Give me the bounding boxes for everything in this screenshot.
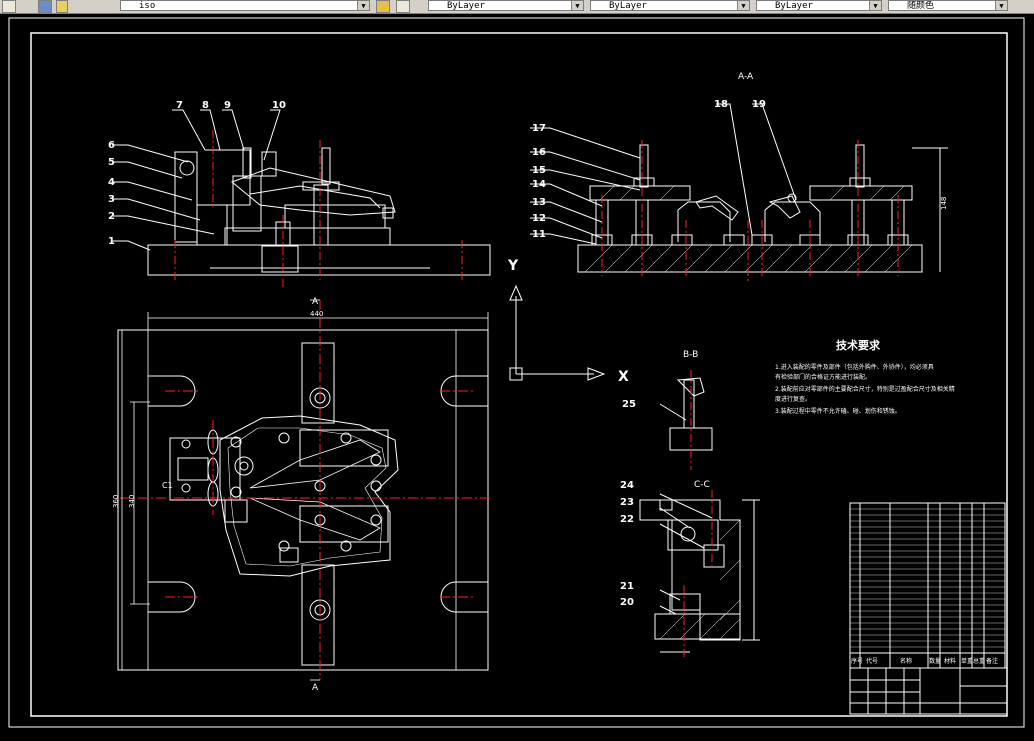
ucs-y-label: Y [507, 258, 519, 274]
part-label-14: 14 [532, 179, 546, 190]
toolbar: iso ▼ ByLayer ▼ ByLayer ▼ ByLayer ▼ 随颜色 … [0, 0, 1034, 14]
section-cc-view [639, 493, 760, 653]
drawing-canvas[interactable]: 6 5 4 3 2 1 7 8 9 10 17 16 15 14 13 12 1… [0, 14, 1034, 737]
chevron-down-icon[interactable]: ▼ [869, 1, 881, 10]
linetype-select[interactable]: ByLayer ▼ [590, 0, 750, 11]
part-label-17: 17 [532, 123, 546, 134]
part-label-16: 16 [532, 147, 546, 158]
ucs-x-label: X [618, 369, 629, 385]
section-cc-centerlines [683, 490, 713, 660]
section-mark-a-top: A [312, 297, 319, 307]
plan-view-centerlines [120, 300, 490, 680]
plotstyle-select-value: 随颜色 [907, 1, 935, 11]
part-label-23: 23 [620, 497, 634, 508]
chevron-down-icon[interactable]: ▼ [357, 1, 369, 10]
color-select[interactable]: ByLayer ▼ [428, 0, 584, 11]
part-label-15: 15 [532, 165, 546, 176]
make-current-icon[interactable] [376, 0, 390, 13]
dim-c-label: C1 [162, 481, 173, 490]
part-label-13: 13 [532, 197, 546, 208]
chevron-down-icon[interactable]: ▼ [995, 1, 1007, 10]
part-label-20: 20 [620, 597, 634, 608]
part-label-2: 2 [108, 211, 115, 222]
part-label-19: 19 [752, 99, 766, 110]
inner-frame [30, 32, 1008, 717]
part-label-18: 18 [714, 99, 728, 110]
layer-state-icon[interactable] [38, 0, 52, 13]
ucs-icon [509, 284, 606, 381]
part-label-1: 1 [108, 236, 115, 247]
section-aa-centerlines [601, 140, 899, 282]
section-aa-hatching [584, 185, 913, 273]
plotstyle-select[interactable]: 随颜色 ▼ [888, 0, 1008, 11]
tech-req-line-3: 2.装配前应对零部件的主要配合尺寸，特别是过盈配合尺寸及相关精 [775, 385, 955, 393]
part-label-6: 6 [108, 140, 115, 151]
part-label-7: 7 [176, 100, 183, 111]
color-select-value: ByLayer [447, 1, 485, 11]
section-bb-title: B-B [683, 350, 698, 360]
part-label-5: 5 [108, 157, 115, 168]
part-label-22: 22 [620, 514, 634, 525]
layer-manager-icon[interactable] [2, 0, 16, 13]
lineweight-select[interactable]: ByLayer ▼ [756, 0, 882, 11]
section-cc-title: C-C [694, 480, 710, 490]
plan-dimension-lines [121, 299, 489, 681]
section-aa-leaders [530, 103, 948, 272]
tech-req-line-2: 有检验部门的合格证方能进行装配。 [775, 373, 871, 381]
front-elevation-view [147, 147, 491, 276]
part-label-9: 9 [224, 100, 231, 111]
dim-top-width: 440 [310, 310, 323, 318]
layer-light-icon[interactable] [56, 0, 68, 13]
bom-header-2: 名称 [900, 657, 912, 665]
lineweight-select-value: ByLayer [775, 1, 813, 11]
part-label-12: 12 [532, 213, 546, 224]
section-aa-view [577, 144, 923, 273]
part-label-21: 21 [620, 581, 634, 592]
tech-req-line-1: 1.进入装配的零件及部件（包括外购件、外协件），均必须具 [775, 363, 934, 371]
bom-header-1: 代号 [866, 657, 878, 665]
bom-header-0: 序号 [851, 657, 863, 665]
tech-req-line-5: 3.装配过程中零件不允许磕、碰、划伤和锈蚀。 [775, 407, 901, 415]
chevron-down-icon[interactable]: ▼ [737, 1, 749, 10]
bom-row-lines [850, 508, 1005, 648]
bom-header-7: 备注 [986, 657, 998, 665]
section-mark-a-bottom: A [312, 683, 319, 693]
part-label-24: 24 [620, 480, 634, 491]
dim-h-right: 148 [940, 197, 948, 210]
title-block [849, 667, 1008, 715]
part-label-10: 10 [272, 100, 286, 111]
tech-req-title: 技术要求 [836, 338, 881, 352]
part-label-25: 25 [622, 399, 636, 410]
part-label-3: 3 [108, 194, 115, 205]
drawing-svg[interactable]: 6 5 4 3 2 1 7 8 9 10 17 16 15 14 13 12 1… [0, 14, 1034, 737]
chevron-down-icon[interactable]: ▼ [571, 1, 583, 10]
tech-req-line-4: 度进行复查。 [775, 395, 811, 403]
outer-frame [8, 17, 1025, 728]
layer-previous-icon[interactable] [396, 0, 410, 13]
dim-left-height: 360 [112, 495, 120, 508]
front-view-leaders [112, 109, 281, 251]
front-view-centerlines [174, 130, 463, 290]
bom-table [849, 502, 1006, 669]
section-cc-hatching [659, 519, 741, 640]
dim-inner-height: 340 [128, 495, 136, 508]
linetype-select-value: ByLayer [609, 1, 647, 11]
section-bb-view [659, 377, 713, 451]
layer-select-value: iso [139, 1, 156, 11]
section-aa-title: A-A [738, 72, 754, 82]
bom-header-4: 材料 [944, 657, 956, 665]
part-label-11: 11 [532, 229, 546, 240]
part-label-8: 8 [202, 100, 209, 111]
bom-header-3: 数量 [929, 657, 941, 665]
part-label-4: 4 [108, 177, 115, 188]
bom-header-6: 总重 [973, 657, 985, 665]
plan-view [117, 329, 489, 671]
layer-select[interactable]: iso ▼ [120, 0, 370, 11]
bom-header-5: 单重 [961, 657, 973, 665]
